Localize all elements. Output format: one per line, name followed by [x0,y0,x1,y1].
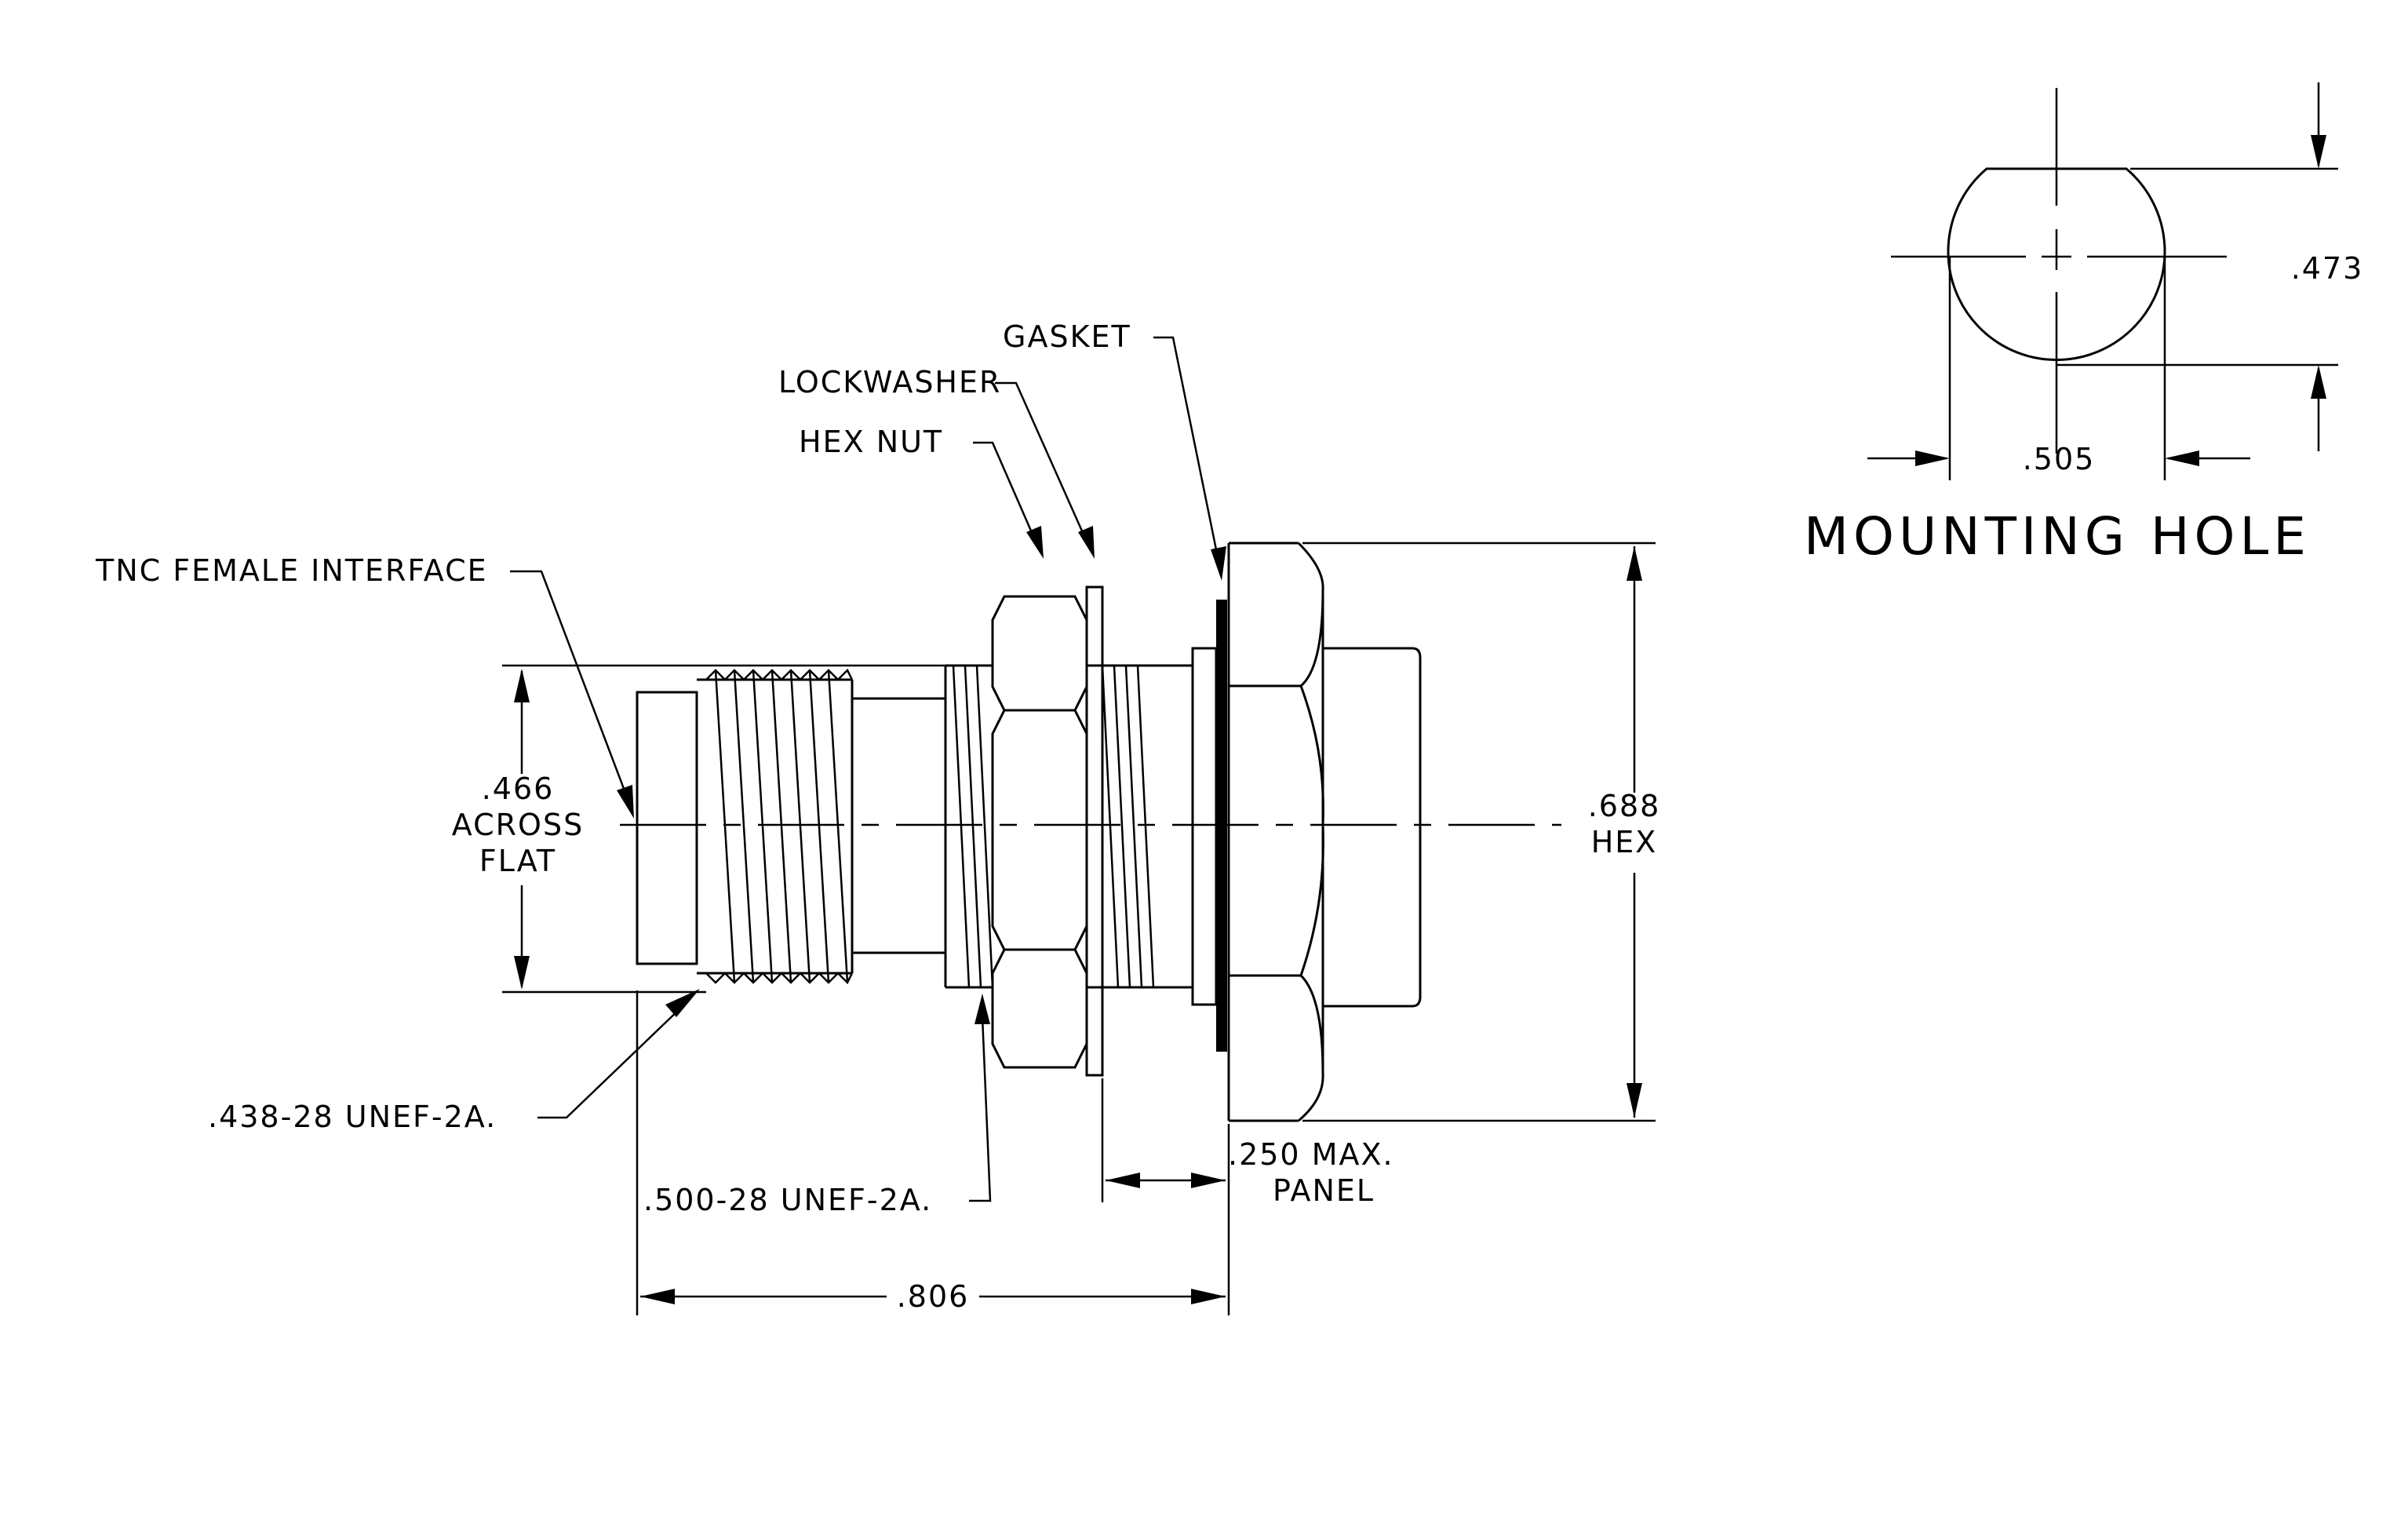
thread-438-label: .438-28 UNEF-2A. [208,1100,497,1134]
interface-front-body [636,691,698,965]
hex-nut [991,595,1088,1069]
hex-value: .688 [1588,789,1661,823]
labels: GASKET LOCKWASHER HEX NUT TNC FEMALE INT… [95,319,1661,1314]
tnc-leader [510,570,629,800]
hex-nut-label: HEX NUT [799,425,943,459]
hole-height-label: .473 [2291,251,2364,286]
mounting-hole-outline [1947,167,2166,361]
leaders [510,336,1226,1202]
across-flat-line1: ACROSS [452,808,584,842]
thread-500-section [944,664,1193,989]
connector-side-view [620,542,1561,1122]
hex-nut-leader [973,441,1037,542]
gasket-label: GASKET [1003,319,1131,354]
lockwasher [1085,585,1104,1077]
thread-500-label: .500-28 UNEF-2A. [643,1183,932,1217]
thread-500-leader [969,1016,992,1202]
body-shoulder [1191,647,1218,1006]
thread-438-leader [537,1005,683,1119]
mounting-hole-view: .473 .505 MOUNTING HOLE [1804,82,2364,567]
thread-438-lines [714,669,849,983]
thread-438-crest-bottom [697,972,854,985]
lockwasher-label: LOCKWASHER [778,365,1001,399]
across-flat-value: .466 [482,771,555,806]
panel-value: .250 MAX. [1228,1137,1394,1172]
body-flange-hex [1227,542,1324,1122]
tnc-interface-label: TNC FEMALE INTERFACE [95,553,488,588]
rear-body [1323,647,1422,1008]
thread-438-section [697,668,854,985]
panel-word: PANEL [1273,1173,1375,1208]
hole-width-label: .505 [2023,442,2096,476]
lockwasher-leader [995,381,1088,542]
across-flat-line2: FLAT [479,844,556,878]
hex-word: HEX [1591,825,1658,859]
thread-438-crest-top [697,668,854,681]
overall-length-label: .806 [897,1279,970,1314]
gasket-leader [1153,336,1220,562]
mounting-hole-title: MOUNTING HOLE [1804,506,2311,567]
dimensions [502,542,1656,1315]
